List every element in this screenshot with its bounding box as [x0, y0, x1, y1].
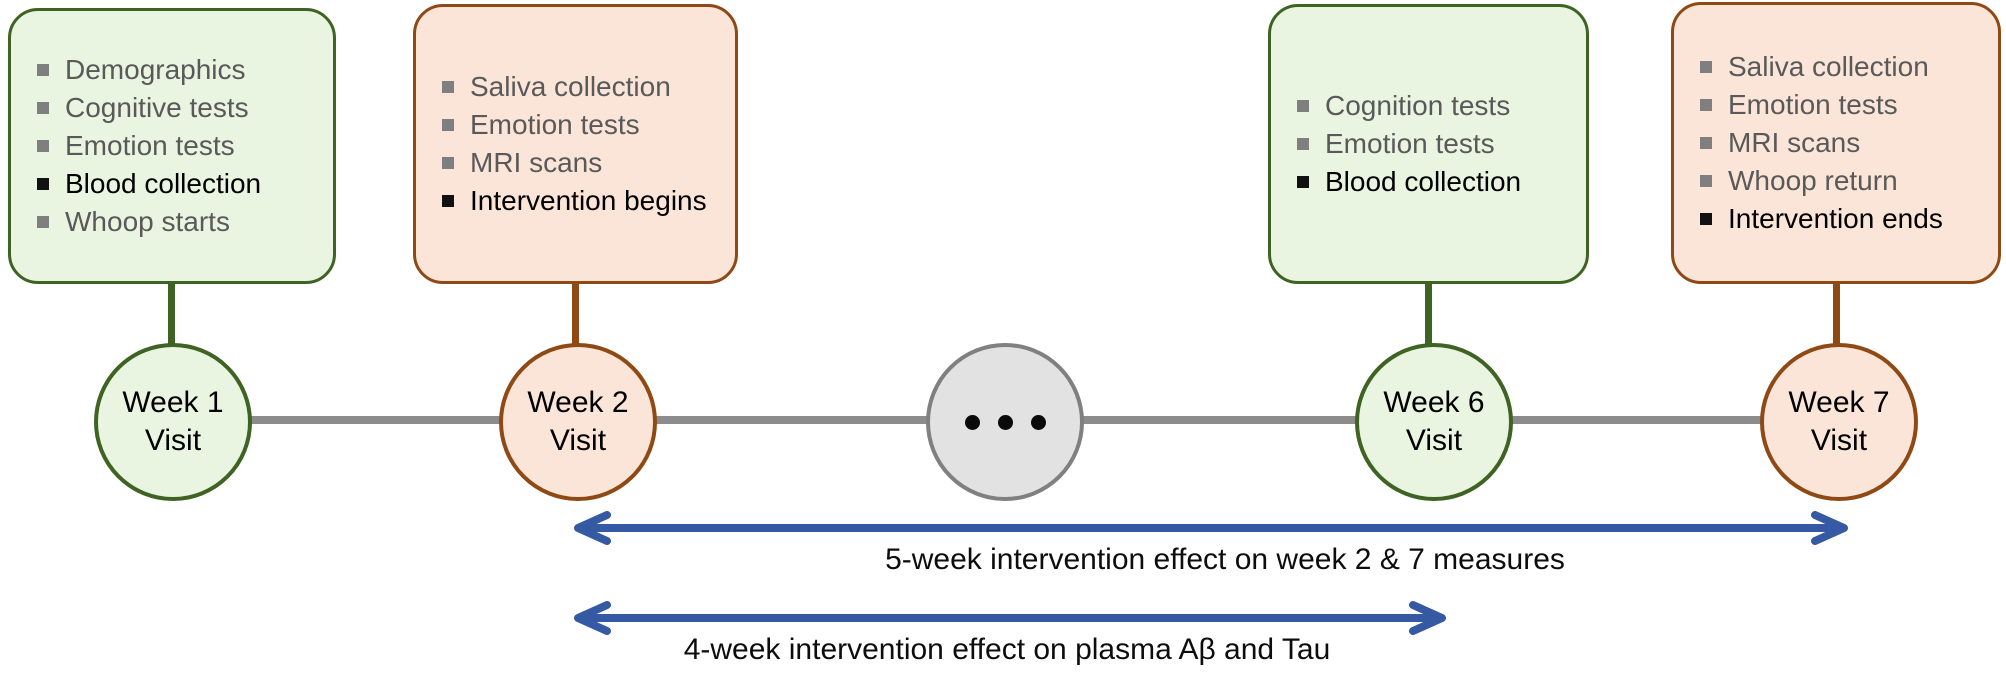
list-item-label: Intervention begins: [470, 185, 707, 216]
ellipsis-icon: [964, 414, 1046, 430]
node-label-line1: Week 1: [122, 386, 224, 419]
list-item: Cognitive tests: [37, 89, 323, 127]
bullet-square-icon: [442, 195, 454, 207]
bullet-square-icon: [37, 102, 49, 114]
timeline-node-week6: Week 6 Visit: [1355, 343, 1513, 501]
node-label-line1: Week 7: [1788, 386, 1890, 419]
timeline-node-week7: Week 7 Visit: [1760, 343, 1918, 501]
list-item: Blood collection: [1297, 163, 1576, 201]
bullet-square-icon: [1297, 176, 1309, 188]
list-item: Emotion tests: [1700, 86, 1988, 124]
five-week-span-arrow-icon: [574, 511, 1848, 545]
list-item: Whoop starts: [37, 203, 323, 241]
list-item-label: Emotion tests: [470, 109, 640, 140]
list-item: Saliva collection: [442, 68, 725, 106]
list-item: MRI scans: [442, 144, 725, 182]
list-item: Emotion tests: [37, 127, 323, 165]
timeline-node-ellipsis: [926, 343, 1084, 501]
week1-item-list: Demographics Cognitive tests Emotion tes…: [37, 51, 323, 241]
node-label-line1: Week 6: [1383, 386, 1485, 419]
node-label-line2: Visit: [1810, 424, 1868, 457]
bullet-square-icon: [37, 178, 49, 190]
list-item-label: Cognition tests: [1325, 90, 1511, 121]
week7-detail-box: Saliva collection Emotion tests MRI scan…: [1671, 2, 2001, 284]
bullet-square-icon: [37, 140, 49, 152]
week2-detail-box: Saliva collection Emotion tests MRI scan…: [413, 4, 738, 284]
week1-detail-box: Demographics Cognitive tests Emotion tes…: [8, 8, 336, 284]
week6-detail-box: Cognition tests Emotion tests Blood coll…: [1268, 4, 1589, 284]
timeline-node-week2: Week 2 Visit: [499, 343, 657, 501]
list-item: Intervention ends: [1700, 200, 1988, 238]
bullet-square-icon: [1700, 99, 1712, 111]
list-item-label: Demographics: [65, 54, 246, 85]
bullet-square-icon: [1700, 213, 1712, 225]
week2-connector-line: [572, 283, 579, 345]
list-item: Saliva collection: [1700, 48, 1988, 86]
list-item-label: Blood collection: [1325, 166, 1522, 197]
four-week-span-arrow-icon: [574, 601, 1446, 635]
bullet-square-icon: [1700, 175, 1712, 187]
list-item: Blood collection: [37, 165, 323, 203]
list-item-label: Emotion tests: [1728, 89, 1898, 120]
node-label-line2: Visit: [549, 424, 607, 457]
bullet-square-icon: [1700, 137, 1712, 149]
node-label-line2: Visit: [1405, 424, 1463, 457]
week6-connector-line: [1425, 283, 1432, 345]
bullet-square-icon: [1700, 61, 1712, 73]
week7-item-list: Saliva collection Emotion tests MRI scan…: [1700, 48, 1988, 238]
bullet-square-icon: [37, 216, 49, 228]
list-item: Cognition tests: [1297, 87, 1576, 125]
list-item: Whoop return: [1700, 162, 1988, 200]
node-label-line2: Visit: [144, 424, 202, 457]
bullet-square-icon: [442, 119, 454, 131]
list-item-label: MRI scans: [1728, 127, 1861, 158]
bullet-square-icon: [442, 157, 454, 169]
list-item: MRI scans: [1700, 124, 1988, 162]
list-item-label: Cognitive tests: [65, 92, 249, 123]
timeline-node-week1: Week 1 Visit: [94, 343, 252, 501]
list-item: Intervention begins: [442, 182, 725, 220]
week6-item-list: Cognition tests Emotion tests Blood coll…: [1297, 87, 1576, 201]
week2-item-list: Saliva collection Emotion tests MRI scan…: [442, 68, 725, 220]
node-label-line1: Week 2: [527, 386, 629, 419]
list-item: Emotion tests: [442, 106, 725, 144]
list-item: Emotion tests: [1297, 125, 1576, 163]
list-item-label: Saliva collection: [1728, 51, 1929, 82]
list-item-label: Intervention ends: [1728, 203, 1943, 234]
list-item-label: MRI scans: [470, 147, 603, 178]
five-week-arrow-label: 5-week intervention effect on week 2 & 7…: [885, 543, 1565, 576]
list-item-label: Blood collection: [65, 168, 262, 199]
bullet-square-icon: [37, 64, 49, 76]
list-item-label: Whoop return: [1728, 165, 1898, 196]
list-item-label: Emotion tests: [1325, 128, 1495, 159]
four-week-arrow-label: 4-week intervention effect on plasma Aβ …: [683, 633, 1331, 666]
bullet-square-icon: [1297, 138, 1309, 150]
week1-connector-line: [168, 283, 175, 345]
list-item-label: Whoop starts: [65, 206, 230, 237]
bullet-square-icon: [1297, 100, 1309, 112]
list-item-label: Saliva collection: [470, 71, 671, 102]
week7-connector-line: [1833, 283, 1840, 345]
bullet-square-icon: [442, 81, 454, 93]
list-item: Demographics: [37, 51, 323, 89]
list-item-label: Emotion tests: [65, 130, 235, 161]
